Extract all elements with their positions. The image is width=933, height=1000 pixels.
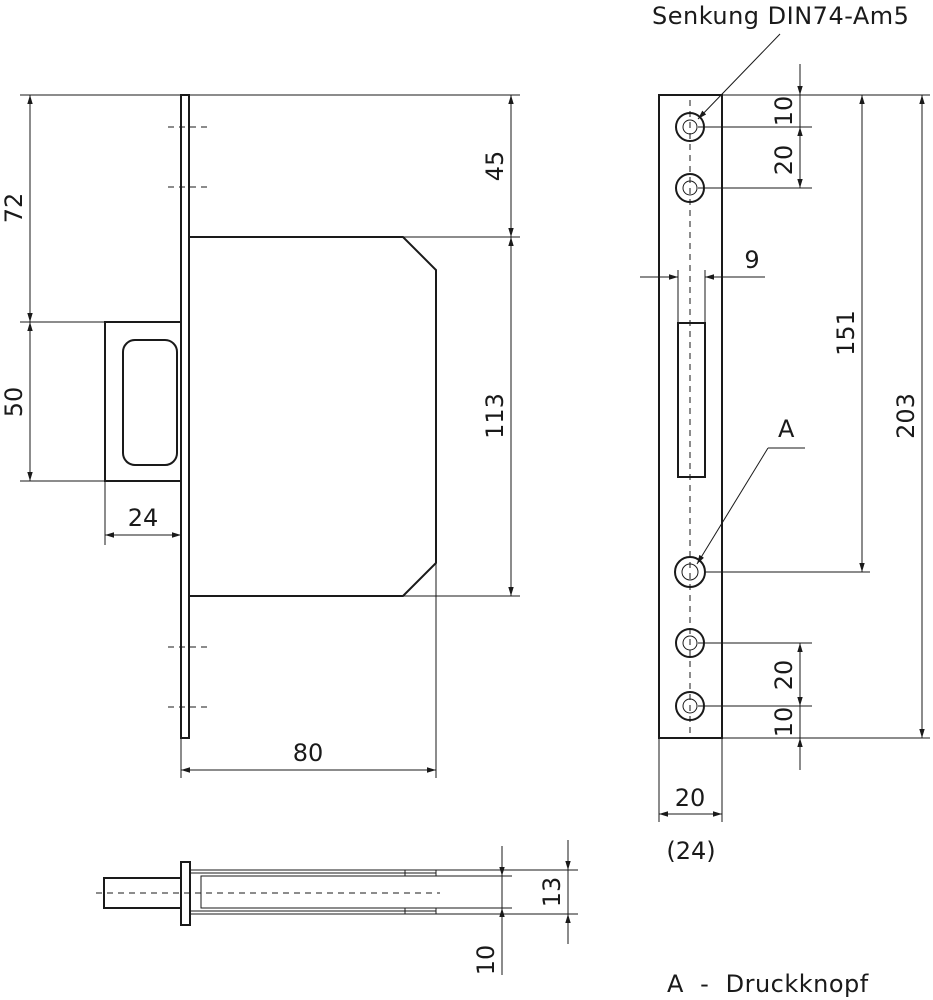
push-button [122, 339, 178, 466]
dim-10-side-label: 10 [472, 945, 500, 976]
dim-151: 151 [706, 94, 930, 573]
faceplate-side-view: Senkung DIN74-Am5 A 9 10 20 [640, 2, 930, 865]
dim-20-width-label: 20 [675, 784, 706, 812]
dim-13-label: 13 [538, 877, 566, 908]
button-housing [104, 321, 181, 482]
case-plates [190, 869, 437, 915]
dim-80-label: 80 [293, 739, 324, 767]
dim-10-bottom-label: 10 [770, 707, 798, 738]
dim-top-holes: 10 20 [698, 64, 812, 189]
dim-10-top-label: 10 [770, 96, 798, 127]
marker-a-leader [696, 447, 769, 565]
marker-a: A [778, 415, 795, 443]
front-view: 72 50 24 45 113 [0, 94, 520, 778]
dim-203: 203 [722, 95, 930, 739]
dim-72: 72 [0, 94, 181, 323]
dim-45-label: 45 [481, 151, 509, 182]
dim-24-label: 24 [128, 504, 159, 532]
dim-50-label: 50 [0, 387, 28, 418]
countersink-note: Senkung DIN74-Am5 [652, 2, 909, 30]
push-button-hole [674, 556, 706, 588]
dim-13: 13 [436, 840, 578, 944]
dim-10-side: 10 [436, 846, 512, 975]
dim-203-label: 203 [892, 393, 920, 439]
faceplate-outline [658, 94, 723, 739]
dim-9: 9 [640, 246, 765, 323]
dim-45: 45 [189, 94, 520, 238]
dim-24: 24 [104, 481, 182, 545]
top-view: 13 10 [96, 840, 578, 975]
dim-151-label: 151 [832, 310, 860, 356]
dim-50: 50 [0, 322, 105, 482]
dim-20-bottom-label: 20 [770, 660, 798, 691]
dim-72-label: 72 [0, 193, 28, 224]
dim-113: 113 [403, 237, 520, 597]
countersink-leader [697, 33, 781, 120]
screw-center-marks [168, 126, 212, 708]
dim-width: 20 (24) [658, 738, 723, 865]
dim-9-label: 9 [744, 246, 759, 274]
dim-80: 80 [180, 563, 437, 778]
lock-case [189, 236, 437, 597]
faceplate [180, 94, 190, 739]
dim-24-paren-label: (24) [666, 837, 715, 865]
dim-bottom-holes: 20 10 [698, 642, 812, 770]
dim-113-label: 113 [481, 393, 509, 439]
dim-20-top-label: 20 [770, 145, 798, 176]
legend: A - Druckknopf [667, 970, 869, 998]
bolt-slot [677, 322, 706, 478]
